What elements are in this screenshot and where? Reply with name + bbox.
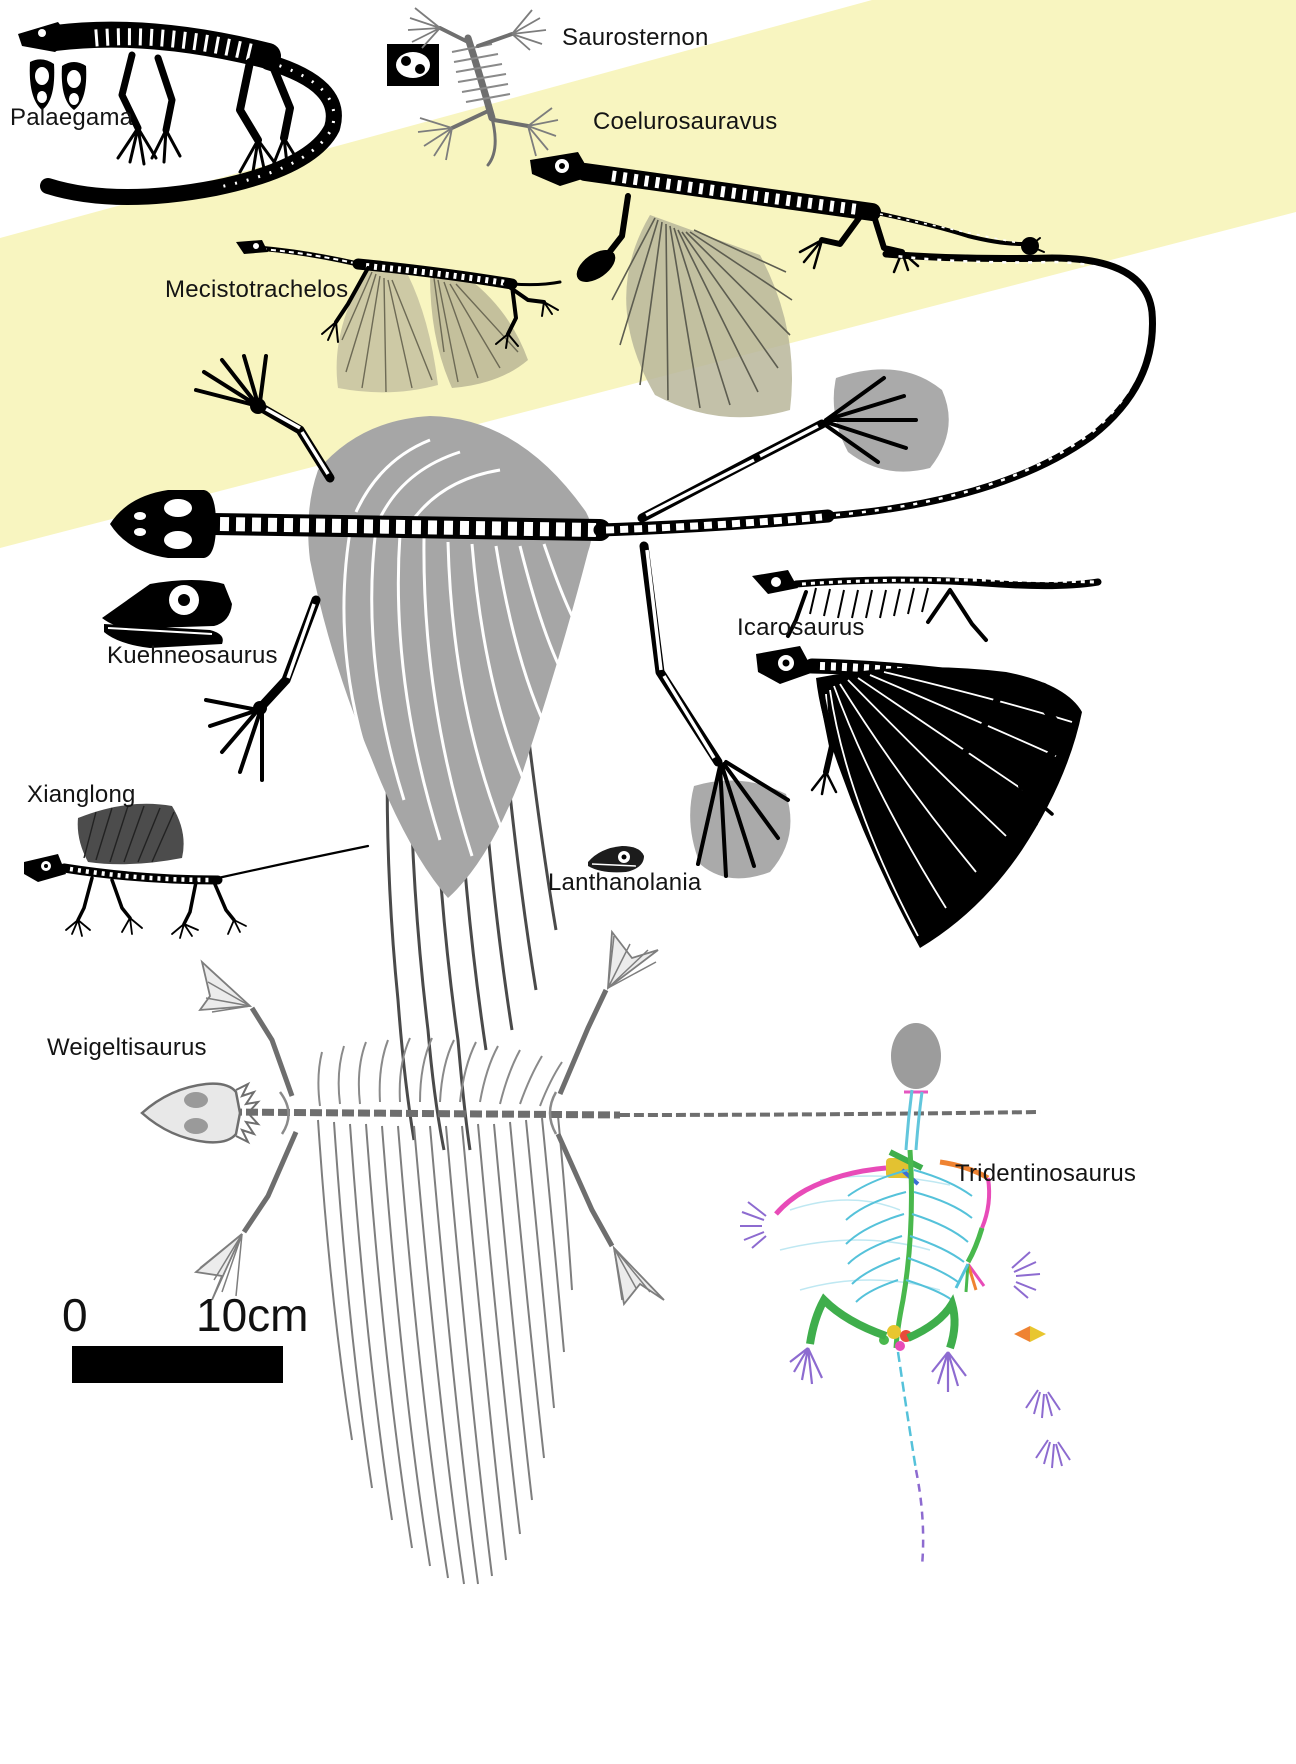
lanthanolania-skull xyxy=(588,846,644,873)
scale-bar xyxy=(72,1346,283,1383)
xianglong-skeleton xyxy=(24,803,370,939)
scale-bar-zero-label: 0 xyxy=(62,1289,88,1341)
kuehneosaurus-skeleton xyxy=(102,250,1156,1151)
label-xianglong: Xianglong xyxy=(27,781,136,808)
label-icarosaurus: Icarosaurus xyxy=(737,614,865,641)
scale-bar-max-label: 10cm xyxy=(196,1289,309,1341)
coelurosauravus-skeleton xyxy=(530,152,1045,418)
label-kuehneosaurus: Kuehneosaurus xyxy=(107,642,278,669)
saurosternon-skeleton xyxy=(387,7,559,167)
mecistotrachelos-skeleton xyxy=(236,240,562,393)
icarosaurus-skeleton xyxy=(752,570,1102,948)
label-mecistotrachelos: Mecistotrachelos xyxy=(165,276,349,303)
tridentinosaurus-fossil xyxy=(740,1023,1071,1567)
weigeltisaurus-skeleton xyxy=(140,929,1041,1585)
label-lanthanolania: Lanthanolania xyxy=(548,869,702,896)
label-saurosternon: Saurosternon xyxy=(562,24,709,51)
label-coelurosauravus: Coelurosauravus xyxy=(593,108,778,135)
label-tridentinosaurus: Tridentinosaurus xyxy=(955,1160,1137,1187)
label-weigeltisaurus: Weigeltisaurus xyxy=(47,1034,207,1061)
label-palaegama: Palaegama xyxy=(10,104,134,131)
palaegama-skeleton xyxy=(18,21,342,205)
